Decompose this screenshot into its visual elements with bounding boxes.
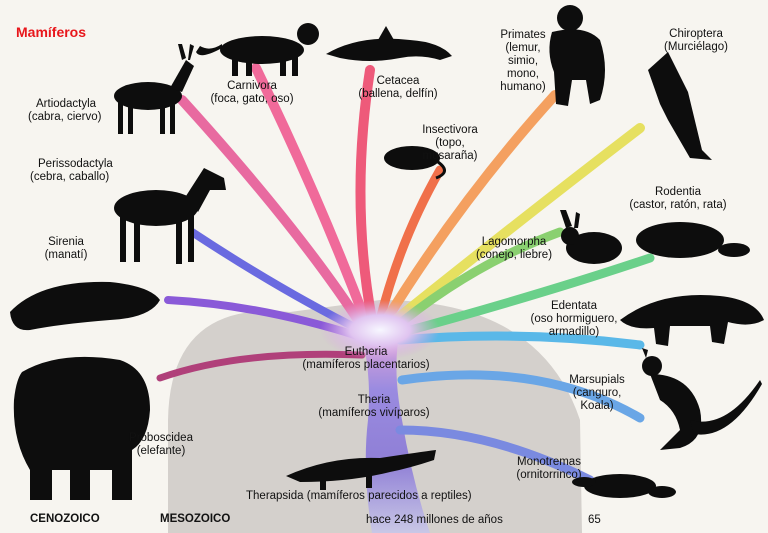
label-marsupials: Marsupials (canguro, Koala) [560, 374, 634, 413]
timeline-label: hace 248 millones de años [366, 514, 503, 526]
branch-chiroptera [383, 123, 645, 331]
eutheria-node [320, 300, 440, 360]
dolphin-silhouette [326, 26, 452, 61]
label-chiroptera: Chiroptera (Murciélago) [654, 28, 738, 54]
group-name: Sirenia [48, 236, 84, 248]
branch-carnivora [251, 63, 371, 327]
label-sirenia: Sirenia (manatí) [38, 236, 94, 262]
group-examples: (foca, gato, oso) [210, 93, 294, 105]
group-examples: humano) [500, 81, 546, 93]
group-name: Monotremas [517, 456, 581, 468]
group-examples: (elefante) [136, 445, 186, 457]
group-examples: (canguro, [572, 387, 622, 399]
branch-cetacea [355, 65, 377, 325]
page-number: 65 [588, 514, 601, 526]
group-examples: (Murciélago) [664, 41, 728, 53]
group-examples: (castor, ratón, rata) [629, 199, 727, 211]
label-primates: Primates (lemur, simio, mono, humano) [490, 29, 556, 94]
beaver-silhouette [636, 222, 750, 258]
group-name: Marsupials [569, 374, 625, 386]
rabbit-silhouette [560, 210, 622, 264]
elephant-silhouette [13, 356, 150, 500]
label-theria: Theria (mamíferos vivíparos) [304, 394, 444, 420]
group-examples: musaraña) [422, 150, 478, 162]
label-edentata: Edentata (oso hormiguero, armadillo) [516, 300, 632, 339]
group-examples: (mamíferos parecidos a reptiles) [306, 490, 472, 502]
branch-monotremas [395, 425, 595, 485]
group-examples: (manatí) [44, 249, 88, 261]
group-name: Artiodactyla [36, 98, 97, 110]
label-therapsida: Therapsida (mamíferos parecidos a reptil… [246, 490, 472, 503]
cat-silhouette [196, 23, 319, 76]
label-rodentia: Rodentia (castor, ratón, rata) [616, 186, 740, 212]
group-examples: armadillo) [548, 326, 600, 338]
kangaroo-silhouette [642, 348, 762, 450]
branch-proboscidea [156, 350, 366, 382]
label-eutheria: Eutheria (mamíferos placentarios) [286, 346, 446, 372]
branch-artiodactyla [177, 95, 367, 331]
group-name: Chiroptera [669, 28, 723, 40]
horse-silhouette [114, 168, 226, 264]
group-examples: (cebra, caballo) [30, 171, 110, 183]
label-artiodactyla: Artiodactyla (cabra, ciervo) [28, 98, 102, 124]
group-name: Carnivora [227, 80, 277, 92]
label-insectivora: Insectivora (topo, musaraña) [410, 124, 490, 163]
group-examples: Koala) [580, 400, 614, 412]
anteater-silhouette [620, 295, 764, 346]
group-examples: (topo, [435, 137, 465, 149]
group-examples: (ornitorrinco) [516, 469, 582, 481]
goat-silhouette [114, 44, 194, 134]
group-examples: (conejo, liebre) [475, 249, 553, 261]
group-name: Edentata [550, 300, 598, 312]
diagram-title: Mamíferos [16, 24, 87, 40]
group-name: Proboscidea [129, 432, 193, 444]
group-examples: (cabra, ciervo) [28, 111, 102, 123]
era-cenozoico: CENOZOICO [30, 513, 100, 525]
group-name: Lagomorpha [481, 236, 547, 248]
group-examples: (mamíferos placentarios) [302, 359, 430, 371]
group-examples: simio, [507, 55, 539, 67]
group-name: Cetacea [376, 75, 420, 87]
group-name: Therapsida [246, 490, 304, 502]
label-proboscidea: Proboscidea (elefante) [118, 432, 204, 458]
era-mesozoico: MESOZOICO [160, 513, 231, 525]
gorilla-silhouette [549, 5, 605, 106]
branch-primates [380, 90, 560, 327]
label-lagomorpha: Lagomorpha (conejo, liebre) [462, 236, 566, 262]
therapsid-silhouette [286, 450, 436, 490]
group-examples: (mamíferos vivíparos) [318, 407, 430, 419]
label-carnivora: Carnivora (foca, gato, oso) [198, 80, 306, 106]
group-examples: (oso hormiguero, [530, 313, 618, 325]
label-monotremas: Monotremas (ornitorrinco) [504, 456, 594, 482]
group-name: Rodentia [654, 186, 702, 198]
group-examples: (lemur, [505, 42, 541, 54]
branch-marsupials [397, 370, 645, 423]
manatee-silhouette [10, 281, 160, 331]
group-examples: (ballena, delfín) [358, 88, 438, 100]
mole-silhouette [384, 146, 446, 180]
group-name: Insectivora [422, 124, 478, 136]
bat-silhouette [648, 52, 712, 160]
label-cetacea: Cetacea (ballena, delfín) [348, 75, 448, 101]
group-name: Perissodactyla [38, 158, 113, 170]
platypus-silhouette [572, 474, 676, 498]
group-examples: mono, [507, 68, 539, 80]
label-perissodactyla: Perissodactyla (cebra, caballo) [30, 158, 113, 184]
group-name: Eutheria [344, 346, 388, 358]
group-name: Theria [357, 394, 391, 406]
trunk [360, 328, 430, 533]
group-name: Primates [500, 29, 546, 41]
